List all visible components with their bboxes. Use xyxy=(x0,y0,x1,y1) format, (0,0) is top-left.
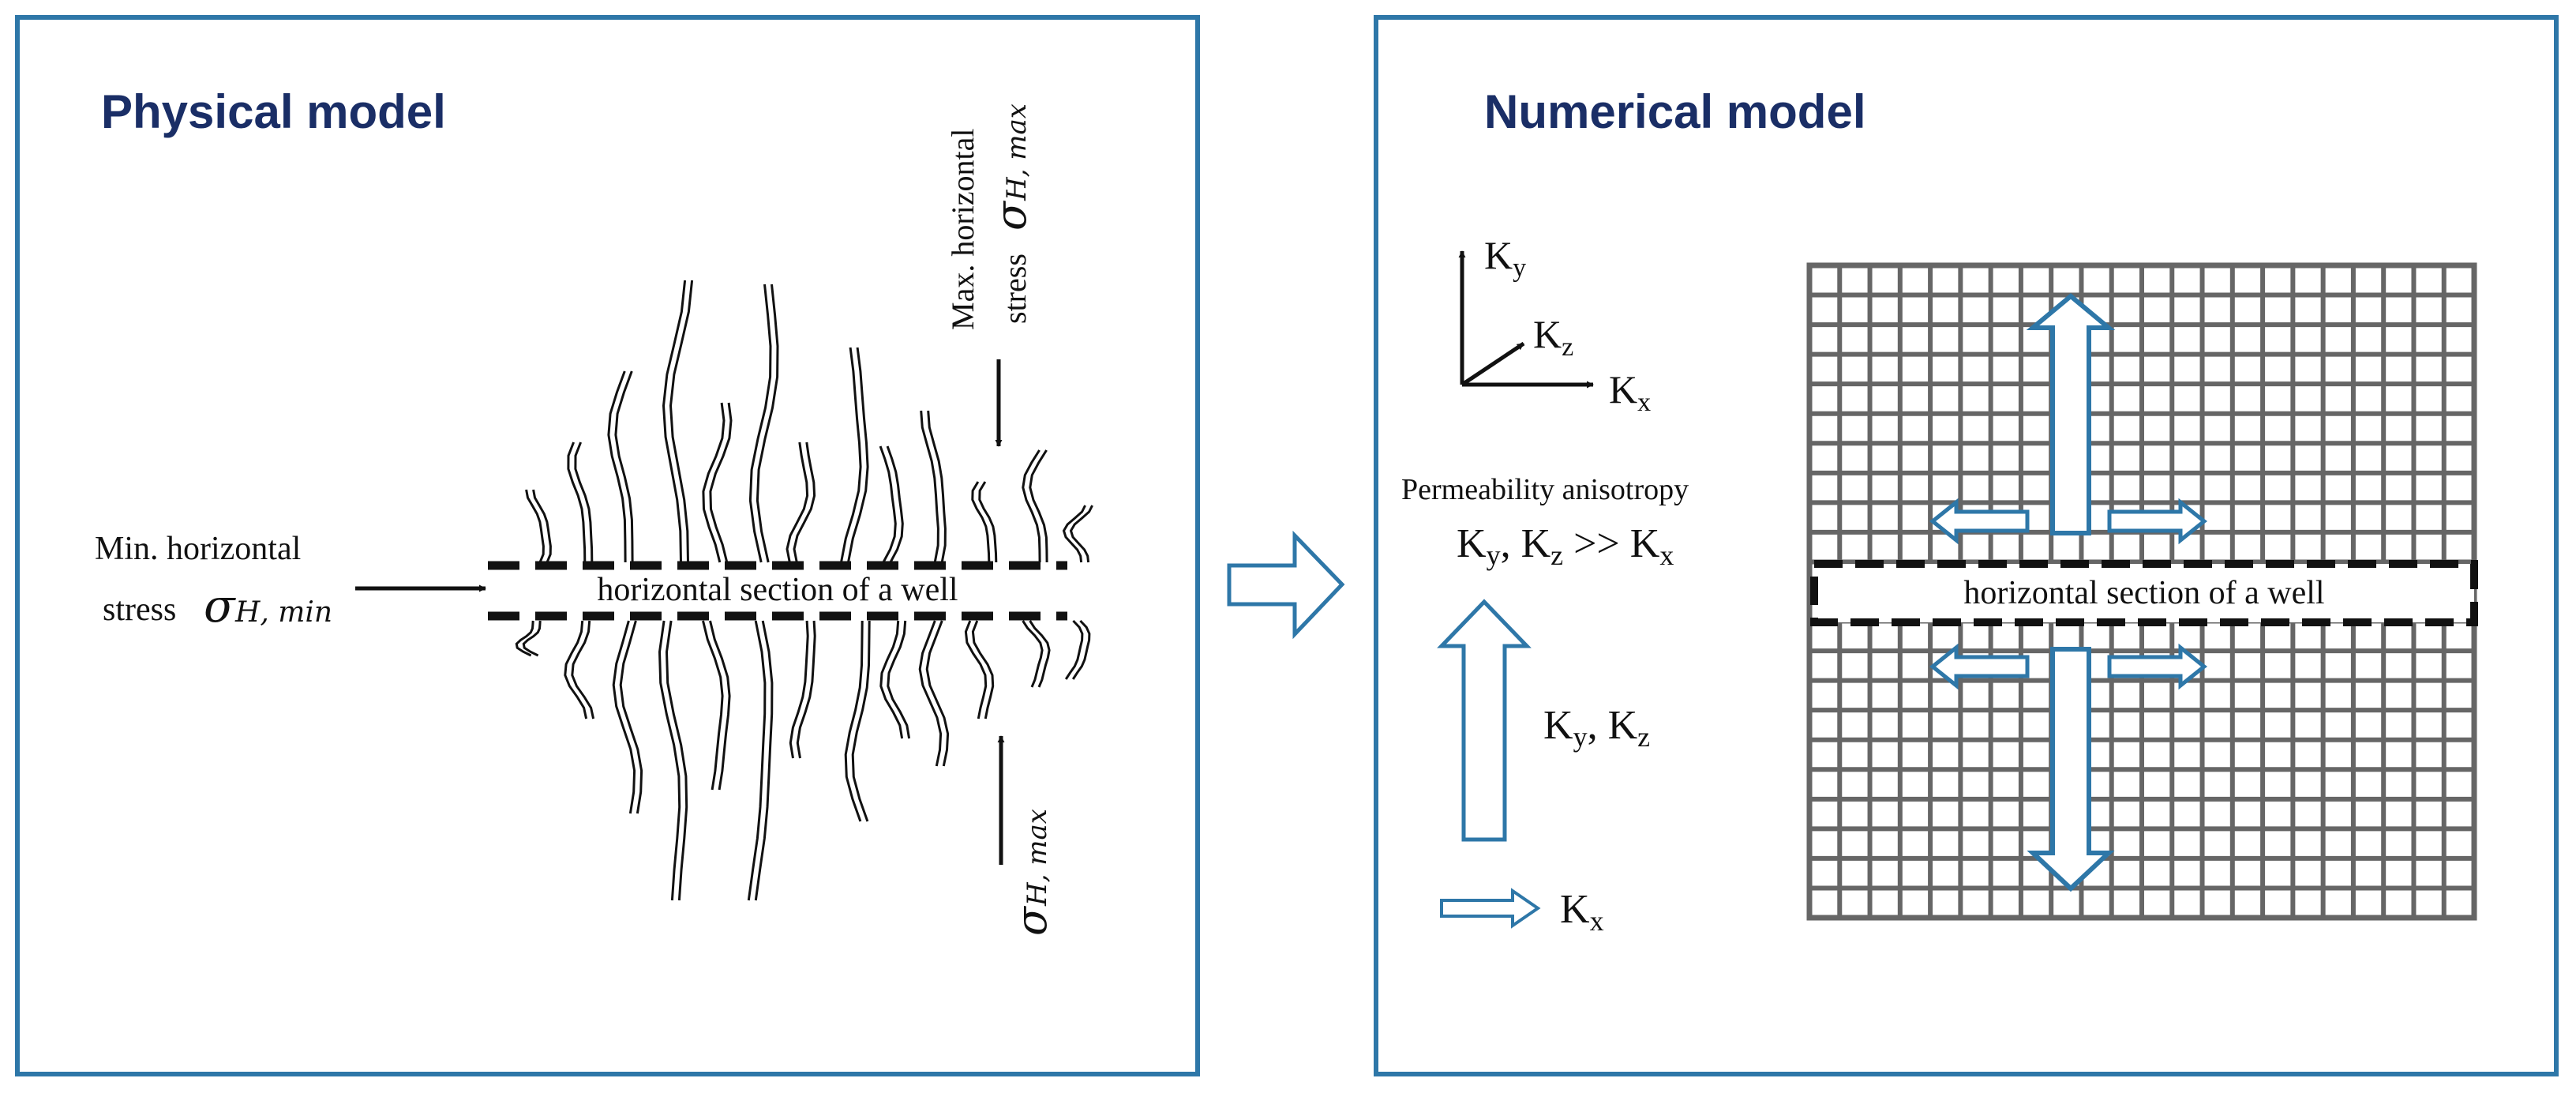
fracture-line xyxy=(607,370,627,563)
svg-text:H, max: H, max xyxy=(1022,809,1053,907)
max-stress-label-top: Max. horizontal stress σ H, max xyxy=(945,103,1036,330)
fracture-line xyxy=(756,284,779,563)
fracture-line xyxy=(1029,620,1051,688)
fracture-line xyxy=(665,620,688,901)
fracture-line xyxy=(612,620,636,814)
fracture-line xyxy=(532,489,552,563)
fracture-line xyxy=(748,284,772,563)
fracture-line xyxy=(886,445,904,563)
fracture-line xyxy=(754,620,774,901)
svg-text:σ: σ xyxy=(1007,905,1056,936)
numerical-model-panel xyxy=(1374,15,2559,1076)
fracture-network xyxy=(515,280,1093,901)
svg-text:σ: σ xyxy=(986,200,1036,231)
sigma-min-symbol: σ xyxy=(204,579,236,633)
fracture-line xyxy=(702,402,726,563)
physical-well-label: horizontal section of a well xyxy=(597,572,958,608)
fracture-line xyxy=(747,620,767,901)
max-stress-label-bottom: σ H, max xyxy=(1007,809,1056,936)
fracture-line xyxy=(1071,619,1091,680)
fracture-line xyxy=(796,620,816,759)
svg-text:Max. horizontal: Max. horizontal xyxy=(945,129,981,331)
ky-kz-arrow-icon xyxy=(1437,599,1532,842)
svg-text:H, max: H, max xyxy=(1001,103,1033,201)
fracture-line xyxy=(1062,505,1086,563)
flow-arrow-up-icon xyxy=(2026,293,2116,535)
transition-arrow-icon xyxy=(1227,530,1345,640)
fracture-line xyxy=(887,620,911,739)
fracture-line xyxy=(1022,449,1041,563)
fracture-line xyxy=(614,370,634,563)
grid-flow-arrows xyxy=(1929,293,2208,892)
sigma-min-subscript: H, min xyxy=(234,596,332,629)
fracture-line xyxy=(525,489,545,563)
flow-arrow-left-top-icon xyxy=(1929,498,2030,545)
fracture-line xyxy=(964,620,988,719)
fracture-line xyxy=(920,410,939,563)
fracture-line xyxy=(786,441,809,563)
fracture-line xyxy=(840,347,862,563)
fracture-line xyxy=(669,280,694,563)
physical-well: horizontal section of a well xyxy=(488,561,1067,621)
min-stress-label-line1: Min. horizontal xyxy=(95,531,301,567)
fracture-line xyxy=(789,620,809,759)
fracture-line xyxy=(879,445,897,563)
fracture-line xyxy=(709,402,733,563)
fracture-line xyxy=(925,620,950,767)
fracture-line xyxy=(918,620,943,767)
physical-model-title: Physical model xyxy=(101,85,446,138)
fracture-line xyxy=(662,280,687,563)
anisotropy-title: Permeability anisotropy xyxy=(1401,473,1689,506)
fracture-line xyxy=(1064,619,1084,680)
ky-kz-label: Ky, Kz xyxy=(1543,703,1650,753)
fracture-line xyxy=(1029,449,1048,563)
flow-arrow-right-bottom-icon xyxy=(2107,643,2208,690)
fracture-line xyxy=(971,620,995,719)
fracture-line xyxy=(847,347,869,563)
fracture-line xyxy=(1022,620,1044,688)
axes-triad: Ky Kz Kx xyxy=(1458,233,1651,417)
physical-model-panel xyxy=(15,15,1200,1076)
kx-arrow-icon xyxy=(1440,888,1541,929)
kx-label: Kx xyxy=(1560,887,1604,937)
fracture-line xyxy=(927,410,947,563)
fracture-line xyxy=(879,620,904,739)
svg-text:stress: stress xyxy=(997,254,1033,324)
flow-arrow-left-bottom-icon xyxy=(1929,643,2030,690)
flow-arrow-right-top-icon xyxy=(2107,498,2208,545)
fracture-line xyxy=(793,441,816,563)
axis-x-label: Kx xyxy=(1609,367,1651,417)
fracture-line xyxy=(567,441,587,563)
fracture-line xyxy=(571,620,595,719)
min-stress-label-line2: stress xyxy=(103,592,176,628)
anisotropy-relation: Ky, Kz >> Kx xyxy=(1457,521,1674,571)
fracture-line xyxy=(709,620,731,791)
numerical-well-label: horizontal section of a well xyxy=(1963,575,2324,611)
fracture-line xyxy=(619,620,643,814)
fracture-line xyxy=(564,620,588,719)
fracture-line xyxy=(1069,505,1093,563)
fracture-line xyxy=(971,481,991,563)
fracture-line xyxy=(515,620,534,657)
fracture-line xyxy=(522,620,542,657)
fracture-line xyxy=(851,620,871,822)
numerical-model-title: Numerical model xyxy=(1484,85,1866,138)
fracture-line xyxy=(844,620,864,822)
fracture-line xyxy=(978,481,998,563)
numerical-well: horizontal section of a well xyxy=(1810,560,2478,626)
flow-arrow-down-icon xyxy=(2027,647,2115,892)
axis-y-label: Ky xyxy=(1484,233,1526,283)
fracture-line xyxy=(658,620,681,901)
fracture-line xyxy=(574,441,594,563)
fracture-line xyxy=(702,620,724,791)
axis-z-label: Kz xyxy=(1533,312,1573,362)
